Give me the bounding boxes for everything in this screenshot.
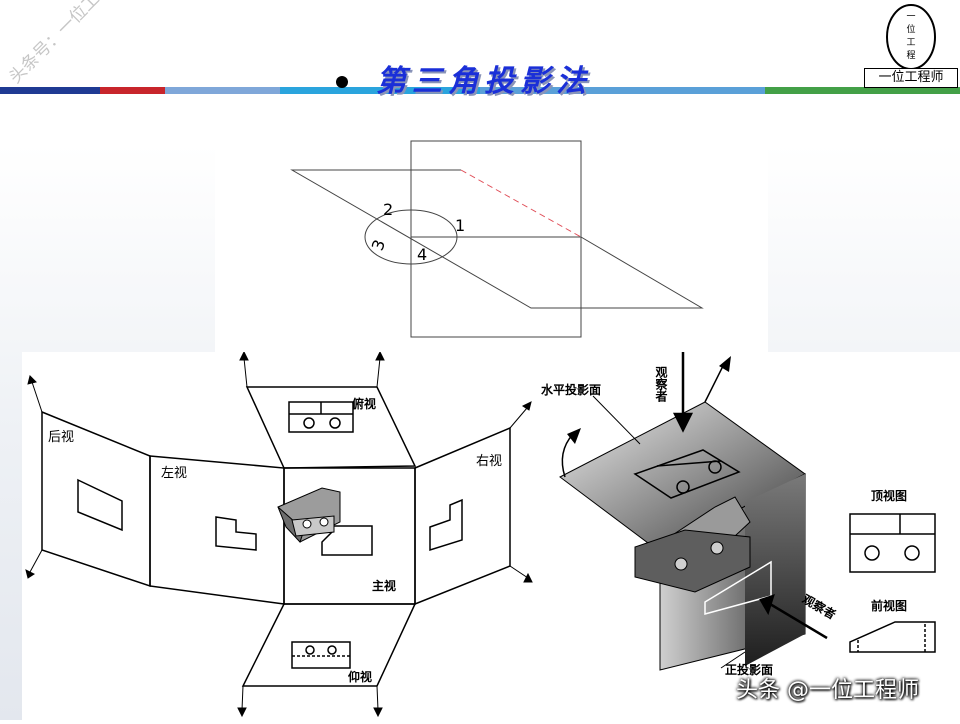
quadrant-diagram: 1 2 3 4 xyxy=(215,127,768,352)
view-label-bottom: 仰视 xyxy=(348,669,372,684)
view-label-top: 俯视 xyxy=(352,396,376,411)
logo-char-1: 一 xyxy=(906,12,915,22)
view-label-right: 右视 xyxy=(476,454,502,469)
label-observer-front: 观察者 xyxy=(800,591,839,622)
logo-char-2: 位 xyxy=(906,23,915,35)
logo-text: 一位工程师 xyxy=(864,68,958,88)
label-observer-top: 观察者 xyxy=(654,366,668,403)
title-bullet xyxy=(336,76,348,88)
quadrant-4-label: 4 xyxy=(417,245,427,264)
view-label-front: 主视 xyxy=(372,578,396,593)
quadrant-2-label: 2 xyxy=(383,200,393,219)
logo-char-4: 程 xyxy=(906,50,915,61)
logo-char-3: 工 xyxy=(906,38,915,48)
label-frontal-plane: 正投影面 xyxy=(725,662,773,677)
credit-watermark: 头条 @一位工程师 xyxy=(736,678,919,703)
view-label-left: 左视 xyxy=(161,466,187,481)
header-stripe xyxy=(0,87,960,94)
view-label-back: 后视 xyxy=(48,430,74,445)
label-top-view: 顶视图 xyxy=(871,488,907,503)
unfolded-views-diagram: 后视 左视 俯视 右视 主视 仰视 xyxy=(22,350,535,720)
quadrant-1-label: 1 xyxy=(455,216,465,235)
slide-title: 第三角投影法 xyxy=(376,60,592,104)
label-horizontal-plane: 水平投影面 xyxy=(541,382,601,397)
observer-diagram: 水平投影面 观察者 顶视图 前视图 观察者 正投影面 xyxy=(535,352,960,720)
label-front-view: 前视图 xyxy=(871,598,907,613)
logo: 一 位 工 程 一位工程师 xyxy=(864,2,958,88)
watermark: 头条号：一位工程师 xyxy=(5,0,128,88)
logo-emblem: 一 位 工 程 xyxy=(886,4,936,70)
slide-title-text: 第三角投影法 xyxy=(376,64,592,99)
